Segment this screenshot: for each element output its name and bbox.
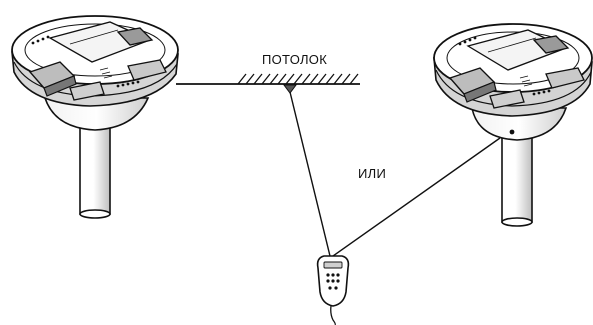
left-clip-top (116, 27, 154, 46)
anchor-point-icon (283, 84, 297, 94)
right-device (433, 23, 593, 227)
or-label: ИЛИ (358, 166, 386, 181)
remote-control (316, 255, 350, 325)
remote-display (323, 261, 343, 269)
left-pole (79, 121, 111, 219)
left-led-dots (31, 35, 140, 88)
right-clip-top (532, 35, 570, 54)
right-bowl (471, 107, 568, 141)
left-clip-bottom (69, 81, 105, 101)
right-pole (501, 137, 533, 227)
right-led-dots (458, 36, 551, 96)
left-clip-right (127, 59, 167, 81)
right-clip-bottom (489, 89, 525, 109)
left-bowl (43, 97, 150, 131)
ceiling: ПОТОЛОК (176, 52, 360, 94)
cord-to-ceiling (289, 91, 331, 257)
ceiling-hatch (237, 73, 359, 85)
right-clip-right (545, 67, 585, 89)
cord-to-right-device (332, 137, 501, 257)
left-device (11, 15, 179, 219)
remote-lanyard (330, 305, 336, 325)
ceiling-label: ПОТОЛОК (262, 52, 327, 67)
